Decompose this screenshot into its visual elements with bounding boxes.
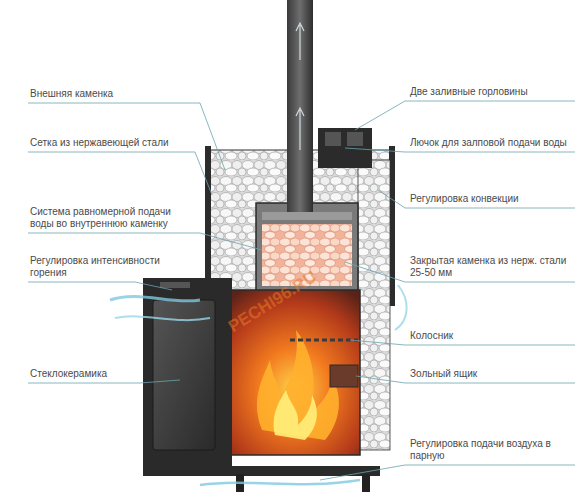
part-label: Регулировка подачи воздуха в парную <box>410 438 575 462</box>
part-label: Сетка из нержавеющей стали <box>30 137 195 149</box>
leader-lines <box>28 101 575 480</box>
part-label: Система равномерной подачи воды во внутр… <box>30 206 195 230</box>
part-label: Колосник <box>410 330 575 342</box>
part-label: Стеклокерамика <box>30 368 180 380</box>
part-label: Две заливные горловины <box>410 86 575 98</box>
part-label: Регулировка интенсивности горения <box>30 255 180 279</box>
part-label: Лючок для залповой подачи воды <box>410 137 575 149</box>
part-label: Внешняя каменка <box>30 88 195 100</box>
part-label: Регулировка конвекции <box>410 193 575 205</box>
part-label: Зольный ящик <box>410 368 575 380</box>
part-label: Закрытая каменка из нерж. стали 25-50 мм <box>410 255 575 279</box>
